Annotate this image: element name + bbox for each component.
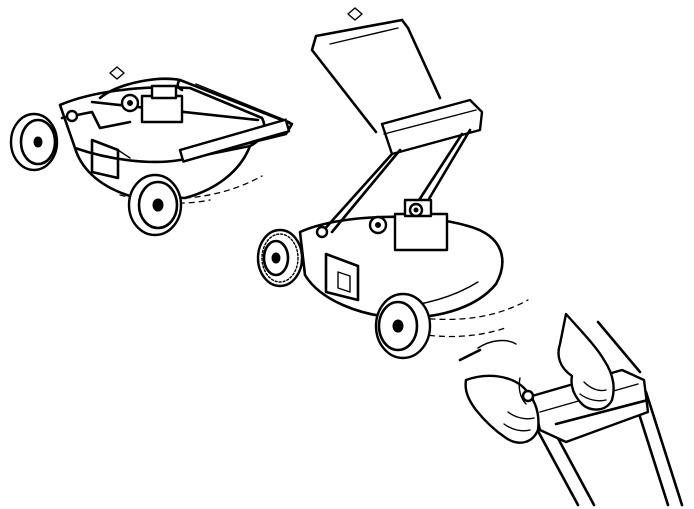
lawn-mower-folded-icon	[9, 66, 294, 237]
hands-gripping-handle-icon	[458, 312, 684, 507]
diamond-marker-icon	[347, 7, 363, 21]
diamond-marker-icon	[109, 66, 125, 80]
lawn-mower-unfolded-icon	[256, 7, 529, 360]
